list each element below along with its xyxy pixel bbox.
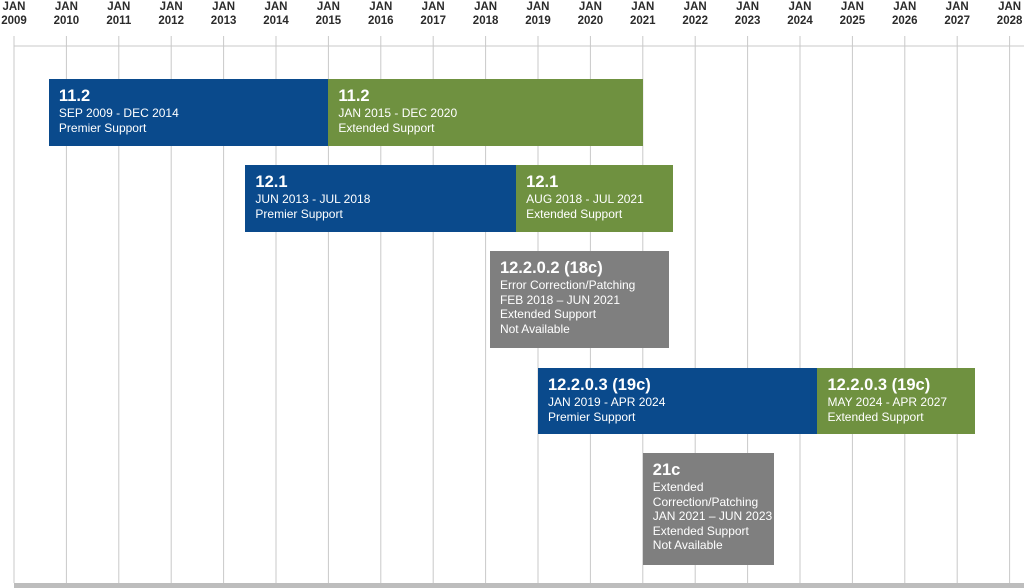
bar-detail-line: Premier Support <box>58 120 147 135</box>
x-tick-label-2010: JAN 2010 <box>54 0 80 28</box>
bar-detail-line: Extended Support <box>499 307 597 321</box>
x-tick-year: 2024 <box>787 15 813 27</box>
x-tick-month: JAN <box>840 1 864 13</box>
x-tick-year: 2017 <box>420 15 446 27</box>
x-tick-month: JAN <box>107 1 131 13</box>
x-tick-label-2026: JAN 2026 <box>892 0 918 28</box>
bar-title: 21c <box>652 461 681 479</box>
x-tick-label-2027: JAN 2027 <box>944 0 970 28</box>
x-tick-label-2023: JAN 2023 <box>735 0 761 28</box>
x-tick-label-2024: JAN 2024 <box>787 0 813 28</box>
bar-detail-line: FEB 2018 – JUN 2021 <box>499 292 621 307</box>
bar-detail-line: JUN 2013 - JUL 2018 <box>255 192 371 206</box>
x-tick-month: JAN <box>212 1 236 13</box>
bar-title: 12.2.0.3 (19c) <box>827 376 931 394</box>
x-tick-year: 2019 <box>525 15 551 27</box>
bar-title: 12.1 <box>526 173 559 191</box>
x-tick-label-2017: JAN 2017 <box>420 0 446 28</box>
x-tick-year: 2021 <box>630 15 656 27</box>
x-tick-year: 2012 <box>158 15 184 27</box>
x-tick-year: 2023 <box>734 15 761 27</box>
x-tick-year: 2016 <box>368 15 394 27</box>
bar-title: 12.2.0.3 (19c) <box>548 376 651 394</box>
x-tick-label-2020: JAN 2020 <box>578 0 604 28</box>
x-tick-month: JAN <box>316 1 340 13</box>
bar-detail-line: Not Available <box>652 538 723 552</box>
x-tick-label-2019: JAN 2019 <box>525 0 551 28</box>
x-tick-month: JAN <box>54 1 78 13</box>
x-tick-month: JAN <box>526 1 550 13</box>
x-tick-year: 2028 <box>996 15 1023 27</box>
x-tick-year: 2026 <box>892 15 918 27</box>
bar-title: 11.2 <box>58 87 91 105</box>
x-tick-month: JAN <box>264 1 288 13</box>
bar-title: 11.2 <box>338 87 370 105</box>
bar-detail-line: Not Available <box>499 321 570 336</box>
bar-detail-line: SEP 2009 - DEC 2014 <box>58 106 179 120</box>
bar-detail-line: Extended <box>652 480 704 494</box>
x-tick-label-2012: JAN 2012 <box>158 0 184 28</box>
bar-detail-line: AUG 2018 - JUL 2021 <box>526 192 644 206</box>
x-tick-year: 2010 <box>53 15 80 27</box>
baseline <box>14 583 1024 588</box>
bar-detail-line: Extended Support <box>338 120 435 135</box>
x-tick-year: 2022 <box>682 15 708 27</box>
x-tick-month: JAN <box>159 1 183 13</box>
x-tick-month: JAN <box>631 1 655 13</box>
x-tick-month: JAN <box>683 1 707 13</box>
x-tick-year: 2009 <box>1 15 27 27</box>
bar-detail-line: Error Correction/Patching <box>499 278 636 292</box>
x-tick-month: JAN <box>369 1 393 13</box>
bar-title: 12.1 <box>255 173 288 191</box>
x-tick-month: JAN <box>788 1 812 13</box>
x-tick-label-2014: JAN 2014 <box>263 0 289 28</box>
x-tick-label-2022: JAN 2022 <box>682 0 708 28</box>
x-tick-month: JAN <box>421 1 445 13</box>
x-tick-label-2016: JAN 2016 <box>368 0 394 28</box>
x-tick-label-2025: JAN 2025 <box>840 0 866 28</box>
bar-detail-line: JAN 2019 - APR 2024 <box>548 395 666 409</box>
x-tick-year: 2014 <box>263 15 289 27</box>
bar-detail-line: Premier Support <box>548 409 636 424</box>
x-tick-label-2013: JAN 2013 <box>211 0 237 28</box>
x-tick-month: JAN <box>998 1 1022 13</box>
x-tick-label-2011: JAN 2011 <box>106 0 131 28</box>
x-tick-label-2018: JAN 2018 <box>473 0 499 28</box>
x-tick-month: JAN <box>893 1 917 13</box>
bar-detail-line: Extended Support <box>652 523 749 538</box>
x-tick-month: JAN <box>945 1 969 13</box>
bar-detail-line: Correction/Patching <box>652 494 759 509</box>
x-tick-month: JAN <box>736 1 760 13</box>
bar-detail-line: MAY 2024 - APR 2027 <box>827 395 948 409</box>
x-tick-label-2021: JAN 2021 <box>630 0 656 28</box>
x-tick-month: JAN <box>578 1 602 13</box>
bar-detail-line: JAN 2015 - DEC 2020 <box>338 106 458 120</box>
x-tick-year: 2027 <box>944 15 970 27</box>
bar-detail-line: Premier Support <box>255 206 343 221</box>
bar-detail-line: Extended Support <box>827 409 924 424</box>
bar-detail-line: Extended Support <box>526 206 623 221</box>
x-tick-year: 2020 <box>577 15 604 27</box>
bar-title: 12.2.0.2 (18c) <box>499 259 603 277</box>
x-tick-year: 2015 <box>315 15 342 27</box>
x-tick-label-2009: JAN 2009 <box>1 0 27 28</box>
x-tick-year: 2018 <box>472 15 499 27</box>
x-tick-month: JAN <box>474 1 498 13</box>
x-tick-year: 2013 <box>210 15 237 27</box>
x-tick-label-2015: JAN 2015 <box>316 0 342 28</box>
x-tick-month: JAN <box>2 1 26 13</box>
x-tick-label-2028: JAN 2028 <box>997 0 1023 28</box>
bar-detail-line: JAN 2021 – JUN 2023 <box>652 509 773 523</box>
x-tick-year: 2025 <box>839 15 866 27</box>
x-tick-year: 2011 <box>106 15 132 27</box>
